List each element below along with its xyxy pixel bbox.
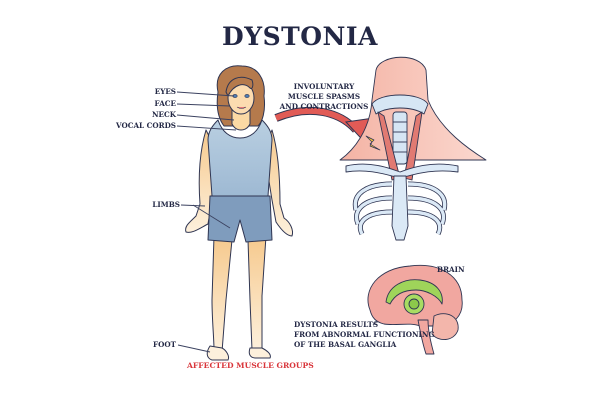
label-basal-line3: OF THE BASAL GANGLIA — [294, 340, 397, 349]
brain-diagram — [367, 264, 463, 355]
label-neck: NECK — [151, 110, 176, 119]
woman-figure — [185, 65, 293, 361]
label-spasms-line1: INVOLUNTARY — [293, 82, 355, 91]
label-brain: BRAIN — [437, 265, 465, 274]
label-face: FACE — [154, 99, 176, 108]
neck-anatomy — [339, 56, 487, 241]
label-spasms-line3: AND CONTRACTIONS — [279, 102, 369, 111]
label-affected-muscle-groups: AFFECTED MUSCLE GROUPS — [187, 361, 314, 370]
label-basal-ganglia: DYSTONIA RESULTS FROM ABNORMAL FUNCTIONI… — [294, 320, 435, 350]
label-foot: FOOT — [153, 340, 176, 349]
label-spasms-line2: MUSCLE SPASMS — [287, 92, 361, 101]
label-basal-line2: FROM ABNORMAL FUNCTIONING — [294, 330, 435, 339]
label-basal-line1: DYSTONIA RESULTS — [294, 320, 379, 329]
page-title: DYSTONIA — [222, 22, 378, 51]
label-limbs: LIMBS — [152, 200, 180, 209]
label-eyes: EYES — [154, 87, 176, 96]
label-vocal-cords: VOCAL CORDS — [116, 121, 176, 130]
label-spasms: INVOLUNTARY MUSCLE SPASMS AND CONTRACTIO… — [276, 82, 372, 112]
